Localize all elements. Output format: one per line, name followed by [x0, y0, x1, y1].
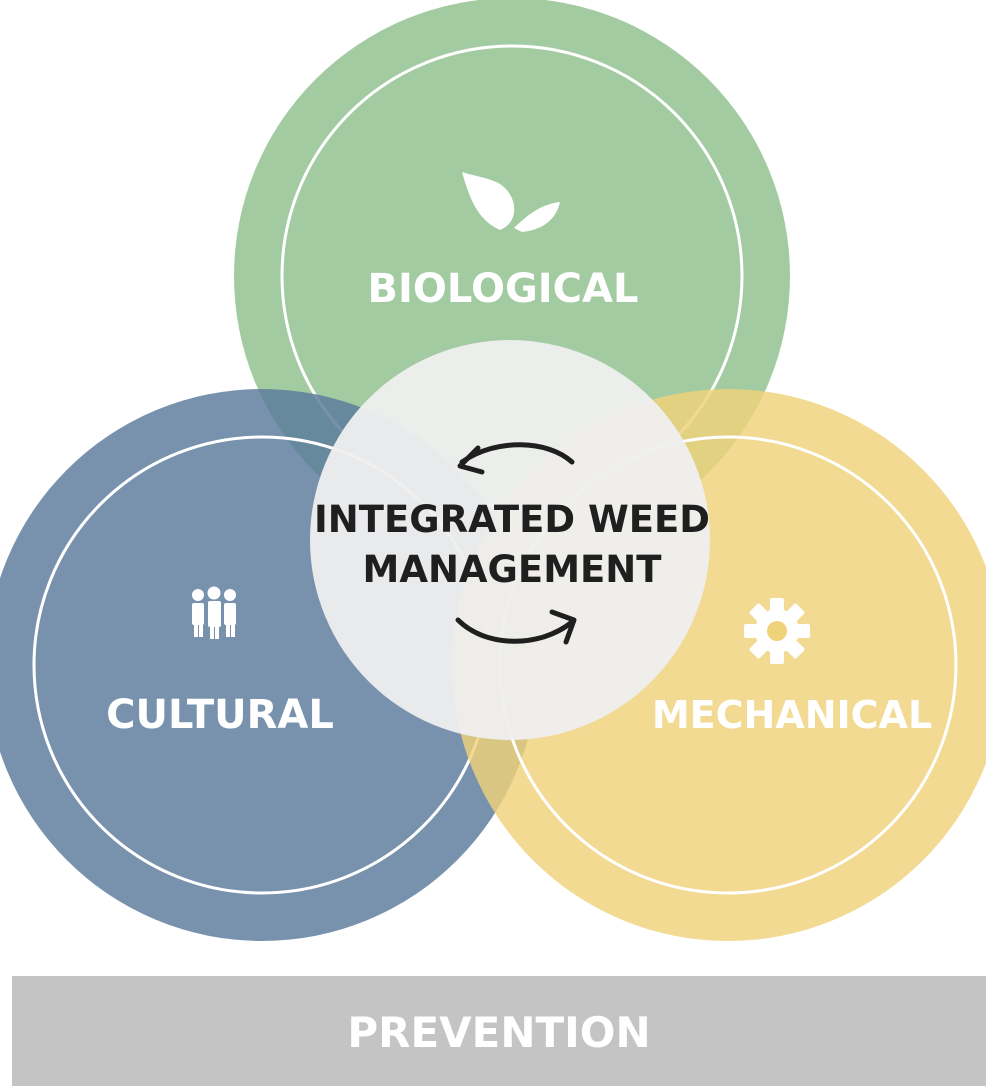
leaf-icon	[462, 172, 560, 232]
prevention-label: PREVENTION	[347, 1008, 650, 1057]
gear-icon	[744, 598, 810, 664]
cultural-label: CULTURAL	[106, 692, 334, 738]
center-circle	[310, 340, 710, 740]
prevention-band	[12, 976, 986, 1086]
biological-label: BIOLOGICAL	[368, 266, 639, 312]
center-title-line-2: MANAGEMENT	[363, 548, 663, 591]
mechanical-label: MECHANICAL	[652, 693, 932, 737]
cycle-arrows-icon	[455, 442, 577, 645]
center-title-line-1: INTEGRATED WEED	[314, 498, 710, 541]
people-icon	[192, 586, 236, 639]
